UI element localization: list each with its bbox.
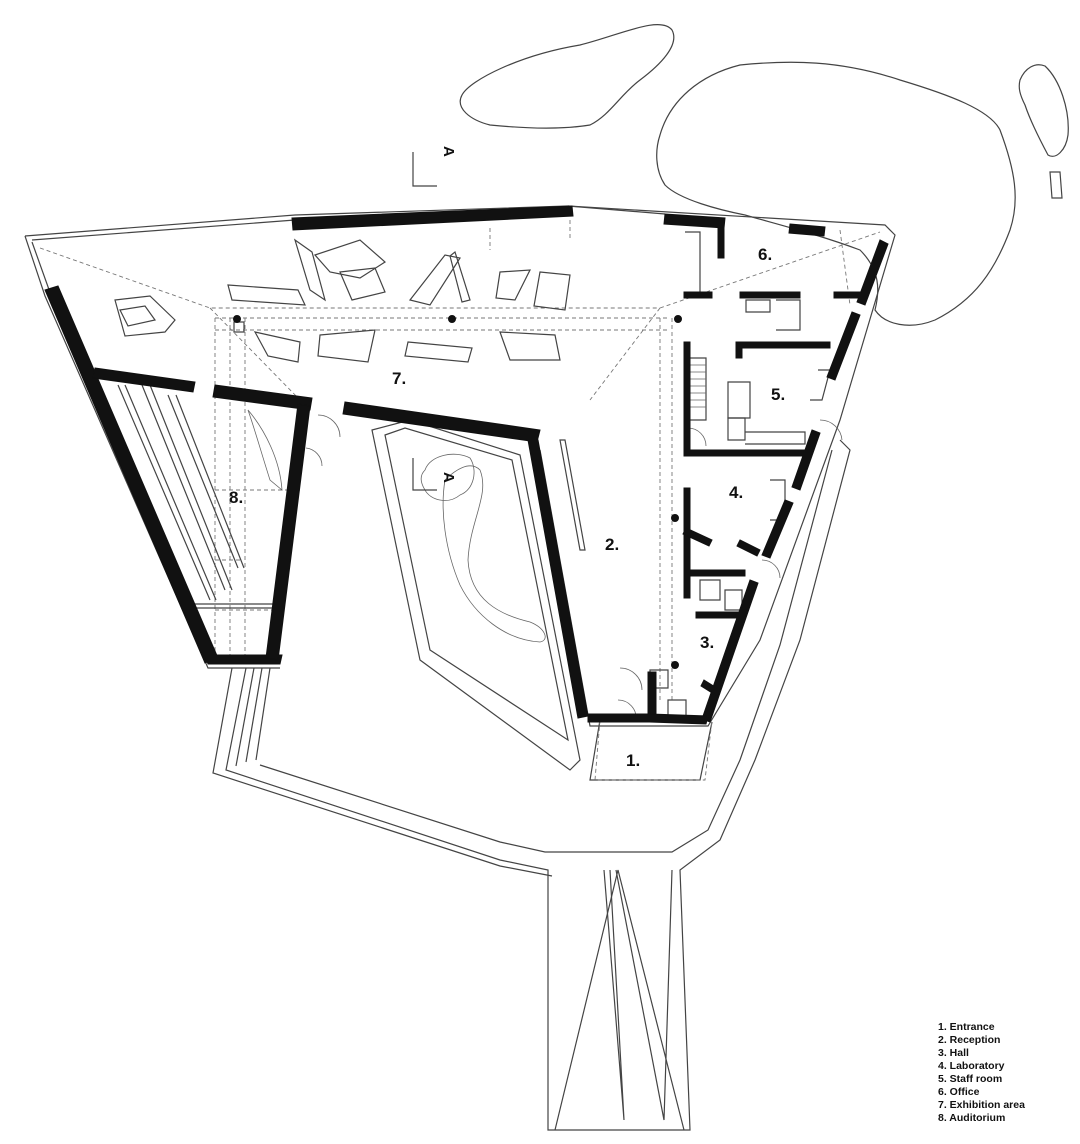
ceiling-lines <box>39 220 881 781</box>
section-marker-top: A <box>412 146 457 187</box>
auditorium-seating <box>117 384 283 609</box>
courtyard <box>371 419 586 771</box>
room-label-reception: 2. <box>605 535 619 554</box>
room-label-staff-room: 5. <box>771 385 785 404</box>
room-label-auditorium: 8. <box>229 488 243 507</box>
legend-item: 6. Office <box>938 1086 980 1098</box>
room-label-exhibition-area: 7. <box>392 369 406 388</box>
building-outline <box>24 205 896 781</box>
room-labels: 1. 2. 3. 4. 5. 6. 7. 8. <box>229 245 785 770</box>
section-label-top: A <box>440 146 457 157</box>
room-label-laboratory: 4. <box>729 483 743 502</box>
exhibition-pieces <box>114 238 571 363</box>
legend-item: 3. Hall <box>938 1047 969 1059</box>
legend-item: 8. Auditorium <box>938 1112 1006 1124</box>
walls <box>44 205 889 725</box>
room-label-hall: 3. <box>700 633 714 652</box>
room-label-office: 6. <box>758 245 772 264</box>
rock-outlines <box>459 24 1069 326</box>
section-label-courtyard: A <box>440 472 457 483</box>
site-paths <box>212 439 851 1131</box>
legend-item: 2. Reception <box>938 1034 1001 1046</box>
section-marker-courtyard: A <box>412 458 457 491</box>
legend-item: 5. Staff room <box>938 1073 1003 1085</box>
legend-item: 4. Laboratory <box>938 1060 1005 1072</box>
legend-item: 7. Exhibition area <box>938 1099 1025 1111</box>
room-legend: 1. Entrance 2. Reception 3. Hall 4. Labo… <box>938 1021 1025 1125</box>
legend-item: 1. Entrance <box>938 1021 995 1033</box>
room-label-entrance: 1. <box>626 751 640 770</box>
